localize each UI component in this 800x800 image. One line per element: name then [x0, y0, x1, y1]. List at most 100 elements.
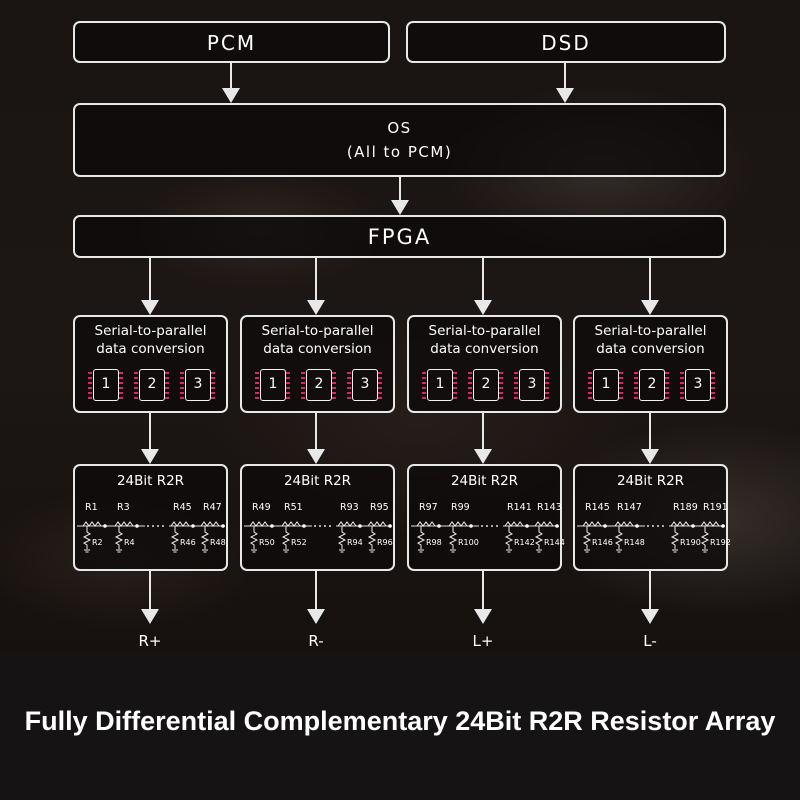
resistor-label-bottom: R148 — [624, 538, 645, 547]
shunt-resistor-icon — [614, 526, 624, 549]
resistor-label-bottom: R192 — [710, 538, 731, 547]
shunt-resistor-icon — [448, 526, 458, 549]
resistor-label-top: R191 — [703, 502, 728, 513]
footer-caption: Fully Differential Complementary 24Bit R… — [24, 706, 776, 736]
chip-pins-icon — [255, 372, 259, 399]
shunt-resistor-icon — [504, 526, 514, 549]
chip-icon: 1 — [427, 369, 453, 401]
series-resistor-icon — [367, 521, 387, 527]
chip-pins-icon — [378, 372, 382, 399]
resistor-label-bottom: R4 — [124, 538, 135, 547]
series-resistor-icon — [281, 521, 301, 527]
output-label-r-minus: R- — [308, 632, 324, 650]
resistor-label-bottom: R100 — [458, 538, 479, 547]
shunt-resistor-icon — [200, 526, 210, 549]
resistor-label-bottom: R2 — [92, 538, 103, 547]
series-resistor-icon — [249, 521, 269, 527]
conversion-title: Serial-to-parallel — [428, 323, 541, 339]
resistor-label-bottom: R46 — [180, 538, 196, 547]
os-title: OS — [387, 119, 412, 137]
os-subtitle: (All to PCM) — [346, 143, 453, 161]
shunt-resistor-icon — [700, 526, 710, 549]
resistor-label-bottom: R52 — [291, 538, 307, 547]
resistor-label-bottom: R96 — [377, 538, 393, 547]
output-label-r-plus: R+ — [138, 632, 162, 650]
series-resistor-icon — [700, 521, 720, 527]
series-resistor-icon — [448, 521, 468, 527]
chip-pins-icon — [422, 372, 426, 399]
chip-pins-icon — [634, 372, 638, 399]
resistor-label-top: R143 — [537, 502, 562, 513]
conversion-subtitle: data conversion — [96, 341, 205, 357]
series-resistor-icon — [200, 521, 220, 527]
resistor-label-bottom: R48 — [210, 538, 226, 547]
resistor-label-bottom: R190 — [680, 538, 701, 547]
resistor-label-top: R189 — [673, 502, 698, 513]
conversion-subtitle: data conversion — [263, 341, 372, 357]
dsd-box: DSD — [406, 21, 726, 63]
r2r-title: 24Bit R2R — [283, 473, 352, 489]
chip-pins-icon — [680, 372, 684, 399]
resistor-label-bottom: R94 — [347, 538, 363, 547]
shunt-resistor-icon — [337, 526, 347, 549]
series-resistor-icon — [614, 521, 634, 527]
chip-pins-icon — [88, 372, 92, 399]
chip-pins-icon — [119, 372, 123, 399]
chip-pins-icon — [286, 372, 290, 399]
fpga-box: FPGA — [73, 215, 726, 258]
resistor-label-top: R45 — [173, 502, 192, 513]
resistor-label-top: R3 — [117, 502, 130, 513]
resistor-label-top: R147 — [617, 502, 642, 513]
series-resistor-icon — [582, 521, 602, 527]
resistor-label-top: R141 — [507, 502, 532, 513]
shunt-resistor-icon — [281, 526, 291, 549]
os-box: OS (All to PCM) — [73, 103, 726, 177]
r2r-title: 24Bit R2R — [616, 473, 685, 489]
series-resistor-icon — [504, 521, 524, 527]
conversion-subtitle: data conversion — [430, 341, 539, 357]
r2r-title: 24Bit R2R — [116, 473, 185, 489]
resistor-label-bottom: R50 — [259, 538, 275, 547]
shunt-resistor-icon — [416, 526, 426, 549]
shunt-resistor-icon — [170, 526, 180, 549]
chip-pins-icon — [665, 372, 669, 399]
chip-pins-icon — [588, 372, 592, 399]
pcm-box: PCM — [73, 21, 390, 63]
chip-pins-icon — [134, 372, 138, 399]
resistor-label-top: R97 — [419, 502, 438, 513]
resistor-label-bottom: R146 — [592, 538, 613, 547]
series-resistor-icon — [170, 521, 190, 527]
resistor-label-top: R145 — [585, 502, 610, 513]
series-resistor-icon — [670, 521, 690, 527]
chip-pins-icon — [347, 372, 351, 399]
resistor-label-top: R49 — [252, 502, 271, 513]
chip-icon: 1 — [260, 369, 286, 401]
resistor-label-top: R1 — [85, 502, 98, 513]
shunt-resistor-icon — [670, 526, 680, 549]
chip-pins-icon — [545, 372, 549, 399]
shunt-resistor-icon — [114, 526, 124, 549]
fpga-label: FPGA — [367, 225, 432, 249]
conversion-title: Serial-to-parallel — [94, 323, 207, 339]
chip-icon: 2 — [139, 369, 165, 401]
chip-pins-icon — [165, 372, 169, 399]
series-resistor-icon — [534, 521, 554, 527]
chip-pins-icon — [468, 372, 472, 399]
footer-bar — [0, 655, 800, 800]
chip-pins-icon — [453, 372, 457, 399]
series-resistor-icon — [82, 521, 102, 527]
chip-pins-icon — [332, 372, 336, 399]
chip-pins-icon — [499, 372, 503, 399]
chip-icon: 3 — [185, 369, 211, 401]
conversion-title: Serial-to-parallel — [261, 323, 374, 339]
shunt-resistor-icon — [582, 526, 592, 549]
conversion-title: Serial-to-parallel — [594, 323, 707, 339]
